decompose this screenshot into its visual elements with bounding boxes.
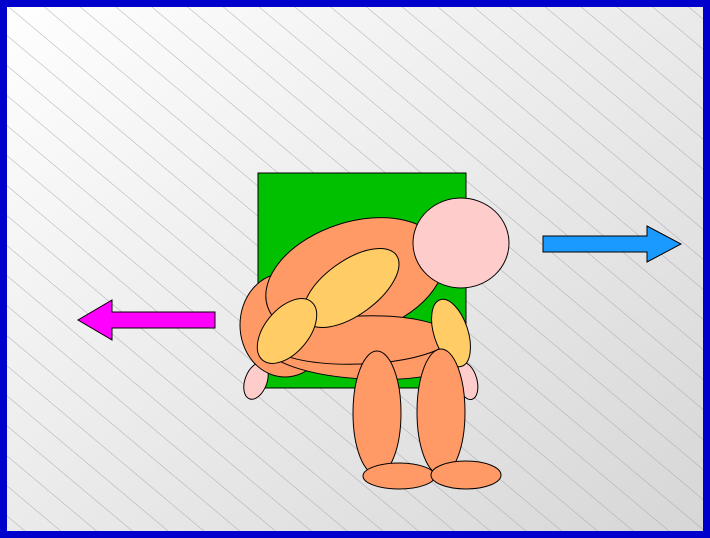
left-foot <box>363 463 435 489</box>
head <box>413 198 509 288</box>
left-shin <box>353 351 401 475</box>
right-foot <box>431 461 501 489</box>
right-shin <box>417 349 465 475</box>
